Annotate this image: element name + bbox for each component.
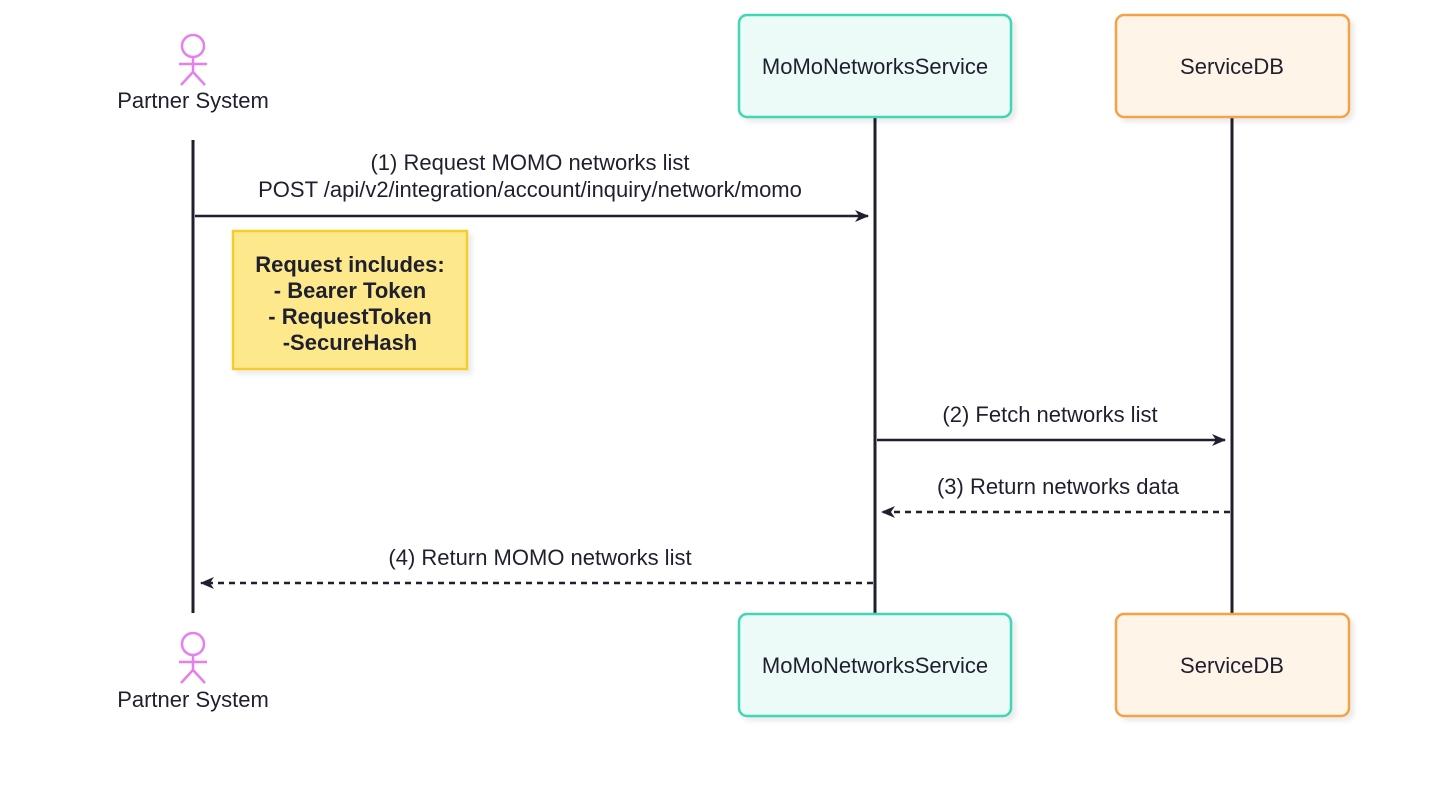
message-1-label: (1) Request MOMO networks list	[370, 150, 689, 175]
db-box-bottom[interactable]: ServiceDB	[1114, 612, 1351, 718]
message-2[interactable]: (2) Fetch networks list	[877, 402, 1226, 446]
db-label-top: ServiceDB	[1180, 54, 1284, 79]
message-2-label: (2) Fetch networks list	[942, 402, 1157, 427]
message-3-label: (3) Return networks data	[937, 474, 1180, 499]
partner-label-bottom: Partner System	[117, 687, 269, 712]
note-line-1: Request includes:	[255, 252, 444, 277]
note-line-3: - RequestToken	[268, 304, 431, 329]
note-line-4: -SecureHash	[283, 330, 418, 355]
service-box-top[interactable]: MoMoNetworksService	[737, 13, 1013, 119]
db-box-top[interactable]: ServiceDB	[1114, 13, 1351, 119]
message-3[interactable]: (3) Return networks data	[881, 474, 1230, 518]
service-box-bottom[interactable]: MoMoNetworksService	[737, 612, 1013, 718]
service-label-bottom: MoMoNetworksService	[762, 653, 988, 678]
request-note[interactable]: Request includes: - Bearer Token - Reque…	[231, 229, 469, 371]
message-1[interactable]: (1) Request MOMO networks list POST /api…	[195, 150, 869, 222]
actor-icon	[179, 33, 207, 86]
partner-label-top: Partner System	[117, 88, 269, 113]
message-4[interactable]: (4) Return MOMO networks list	[200, 545, 873, 589]
message-1-endpoint: POST /api/v2/integration/account/inquiry…	[258, 177, 802, 202]
partner-actor-top[interactable]: Partner System	[117, 33, 269, 113]
partner-actor-bottom[interactable]: Partner System	[117, 631, 269, 712]
message-4-label: (4) Return MOMO networks list	[388, 545, 691, 570]
actor-icon	[179, 631, 207, 684]
note-line-2: - Bearer Token	[274, 278, 426, 303]
db-label-bottom: ServiceDB	[1180, 653, 1284, 678]
service-label-top: MoMoNetworksService	[762, 54, 988, 79]
